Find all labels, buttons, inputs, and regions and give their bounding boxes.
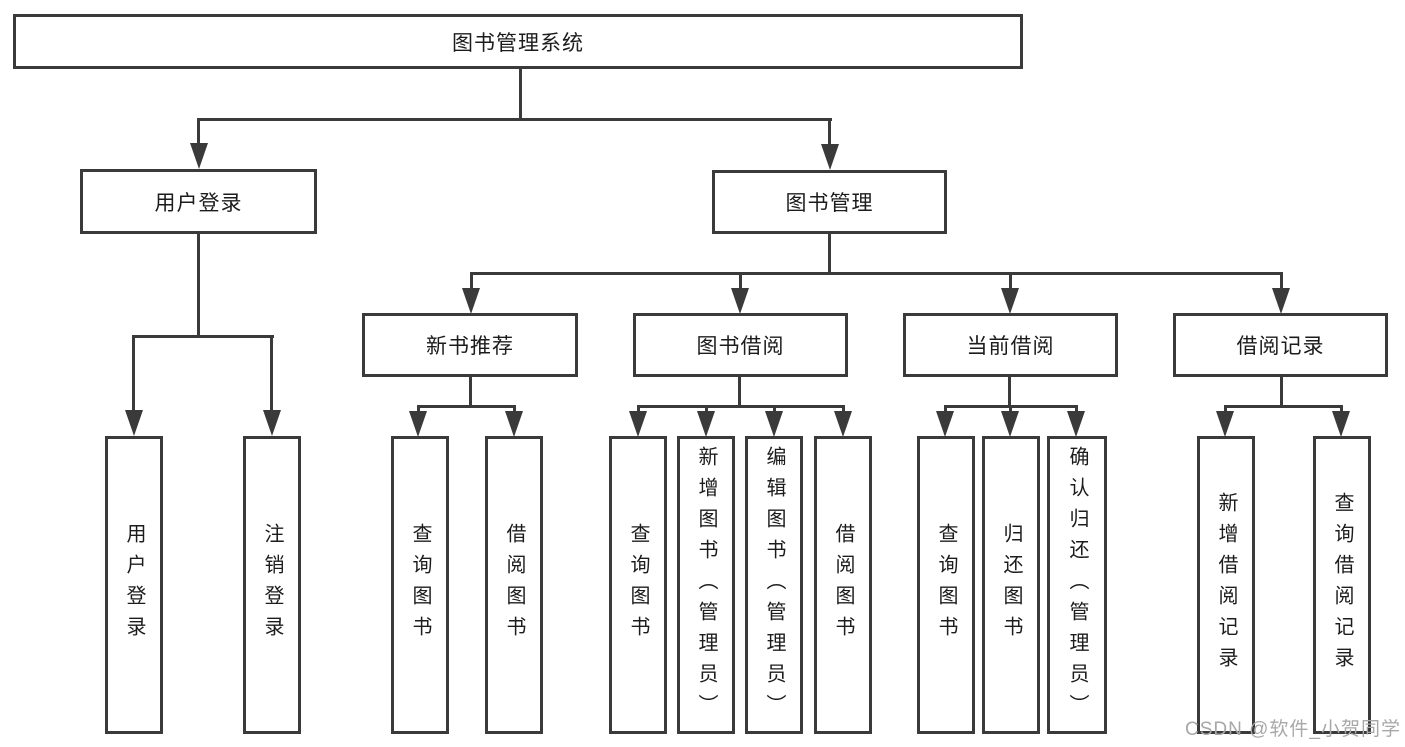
connector-root-drop-right [828,118,831,146]
leaf-current-return-books-label: 归还图书 [1000,523,1022,647]
leaf-borrow-edit-books: 编辑图书（管理员） [745,436,803,734]
leaf-record-add-record: 新增借阅记录 [1197,436,1255,734]
connector-bookborrow-drop4 [842,405,845,414]
connector-root-stem [519,69,522,118]
leaf-borrow-add-books: 新增图书（管理员） [677,436,735,734]
leaf-borrow-edit-books-label: 编辑图书（管理员） [763,445,785,725]
leaf-current-confirm-return: 确认归还（管理员） [1047,436,1107,734]
leaf-borrow-query-books: 查询图书 [609,436,667,734]
leaf-borrow-query-books-label: 查询图书 [627,523,649,647]
arrow-down-icon [125,410,143,436]
node-root-label: 图书管理系统 [452,31,584,55]
connector-bookborrow-bar [637,405,844,408]
arrow-down-icon [505,411,523,437]
connector-bookborrow-drop3 [773,405,776,414]
node-borrow-record: 借阅记录 [1173,313,1388,377]
arrow-down-icon [263,410,281,436]
arrow-down-icon [1332,411,1350,437]
connector-bookborrow-drop1 [637,405,640,414]
connector-currentborrow-stem [1008,377,1011,408]
connector-userlogin-drop2 [270,335,273,412]
leaf-newbook-borrow-books-label: 借阅图书 [503,523,525,647]
arrow-down-icon [1216,411,1234,437]
connector-borrowrecord-stem [1280,377,1283,408]
connector-newbook-stem [469,377,472,408]
connector-userlogin-bar [132,335,274,338]
arrow-down-icon [697,411,715,437]
node-book-management-label: 图书管理 [785,192,874,215]
connector-bookmgmt-drop2 [739,272,742,290]
arrow-down-icon [1001,288,1019,314]
node-current-borrow-label: 当前借阅 [966,335,1055,358]
leaf-record-add-record-label: 新增借阅记录 [1215,492,1237,678]
csdn-watermark: CSDN @软件_小贺同学 [1185,719,1401,740]
connector-borrowrecord-drop1 [1224,405,1227,414]
connector-currentborrow-drop3 [1075,405,1078,414]
leaf-newbook-query-books-label: 查询图书 [409,523,431,647]
leaf-current-query-books: 查询图书 [917,436,975,734]
connector-newbook-bar [417,405,516,408]
node-book-management: 图书管理 [712,170,947,234]
connector-bookmgmt-bar [470,272,1283,275]
node-new-book-recommend-label: 新书推荐 [426,335,514,358]
leaf-record-query-record-label: 查询借阅记录 [1331,492,1353,678]
node-user-login-label: 用户登录 [154,191,243,215]
connector-root-drop-left [197,118,200,146]
connector-bookmgmt-stem [828,234,831,275]
leaf-newbook-borrow-books: 借阅图书 [485,436,543,734]
arrow-down-icon [1272,288,1290,314]
connector-bookborrow-drop2 [705,405,708,414]
connector-bookmgmt-drop4 [1280,272,1283,290]
connector-bookmgmt-drop1 [470,272,473,290]
connector-newbook-drop1 [417,405,420,414]
node-current-borrow: 当前借阅 [903,313,1118,377]
arrow-down-icon [821,144,839,170]
leaf-record-query-record: 查询借阅记录 [1313,436,1371,734]
leaf-logout-label: 注销登录 [261,523,283,647]
arrow-down-icon [629,411,647,437]
connector-borrowrecord-drop2 [1340,405,1343,414]
leaf-borrow-borrow-books-label: 借阅图书 [832,523,854,647]
leaf-current-confirm-return-label: 确认归还（管理员） [1066,445,1088,725]
connector-userlogin-drop1 [132,335,135,412]
arrow-down-icon [409,411,427,437]
leaf-current-query-books-label: 查询图书 [935,523,957,647]
connector-currentborrow-drop2 [1009,405,1012,414]
arrow-down-icon [462,288,480,314]
leaf-borrow-borrow-books: 借阅图书 [814,436,872,734]
leaf-user-login-label: 用户登录 [123,523,145,647]
connector-bookborrow-stem [738,377,741,408]
node-root: 图书管理系统 [13,14,1023,69]
node-user-login: 用户登录 [80,169,317,234]
leaf-borrow-add-books-label: 新增图书（管理员） [695,445,717,725]
arrow-down-icon [936,411,954,437]
arrow-down-icon [834,411,852,437]
leaf-user-login: 用户登录 [105,436,163,734]
connector-userlogin-stem [197,234,200,337]
connector-currentborrow-drop1 [944,405,947,414]
node-new-book-recommend: 新书推荐 [362,313,578,377]
node-book-borrow-label: 图书借阅 [696,335,785,358]
connector-bookmgmt-drop3 [1009,272,1012,290]
arrow-down-icon [1001,411,1019,437]
leaf-current-return-books: 归还图书 [982,436,1040,734]
node-book-borrow: 图书借阅 [633,313,848,377]
arrow-down-icon [765,411,783,437]
arrow-down-icon [731,288,749,314]
arrow-down-icon [190,143,208,169]
connector-borrowrecord-bar [1224,405,1343,408]
arrow-down-icon [1067,411,1085,437]
connector-newbook-drop2 [513,405,516,414]
leaf-newbook-query-books: 查询图书 [391,436,449,734]
connector-root-bar [198,118,832,121]
node-borrow-record-label: 借阅记录 [1236,335,1325,358]
leaf-logout: 注销登录 [243,436,301,734]
